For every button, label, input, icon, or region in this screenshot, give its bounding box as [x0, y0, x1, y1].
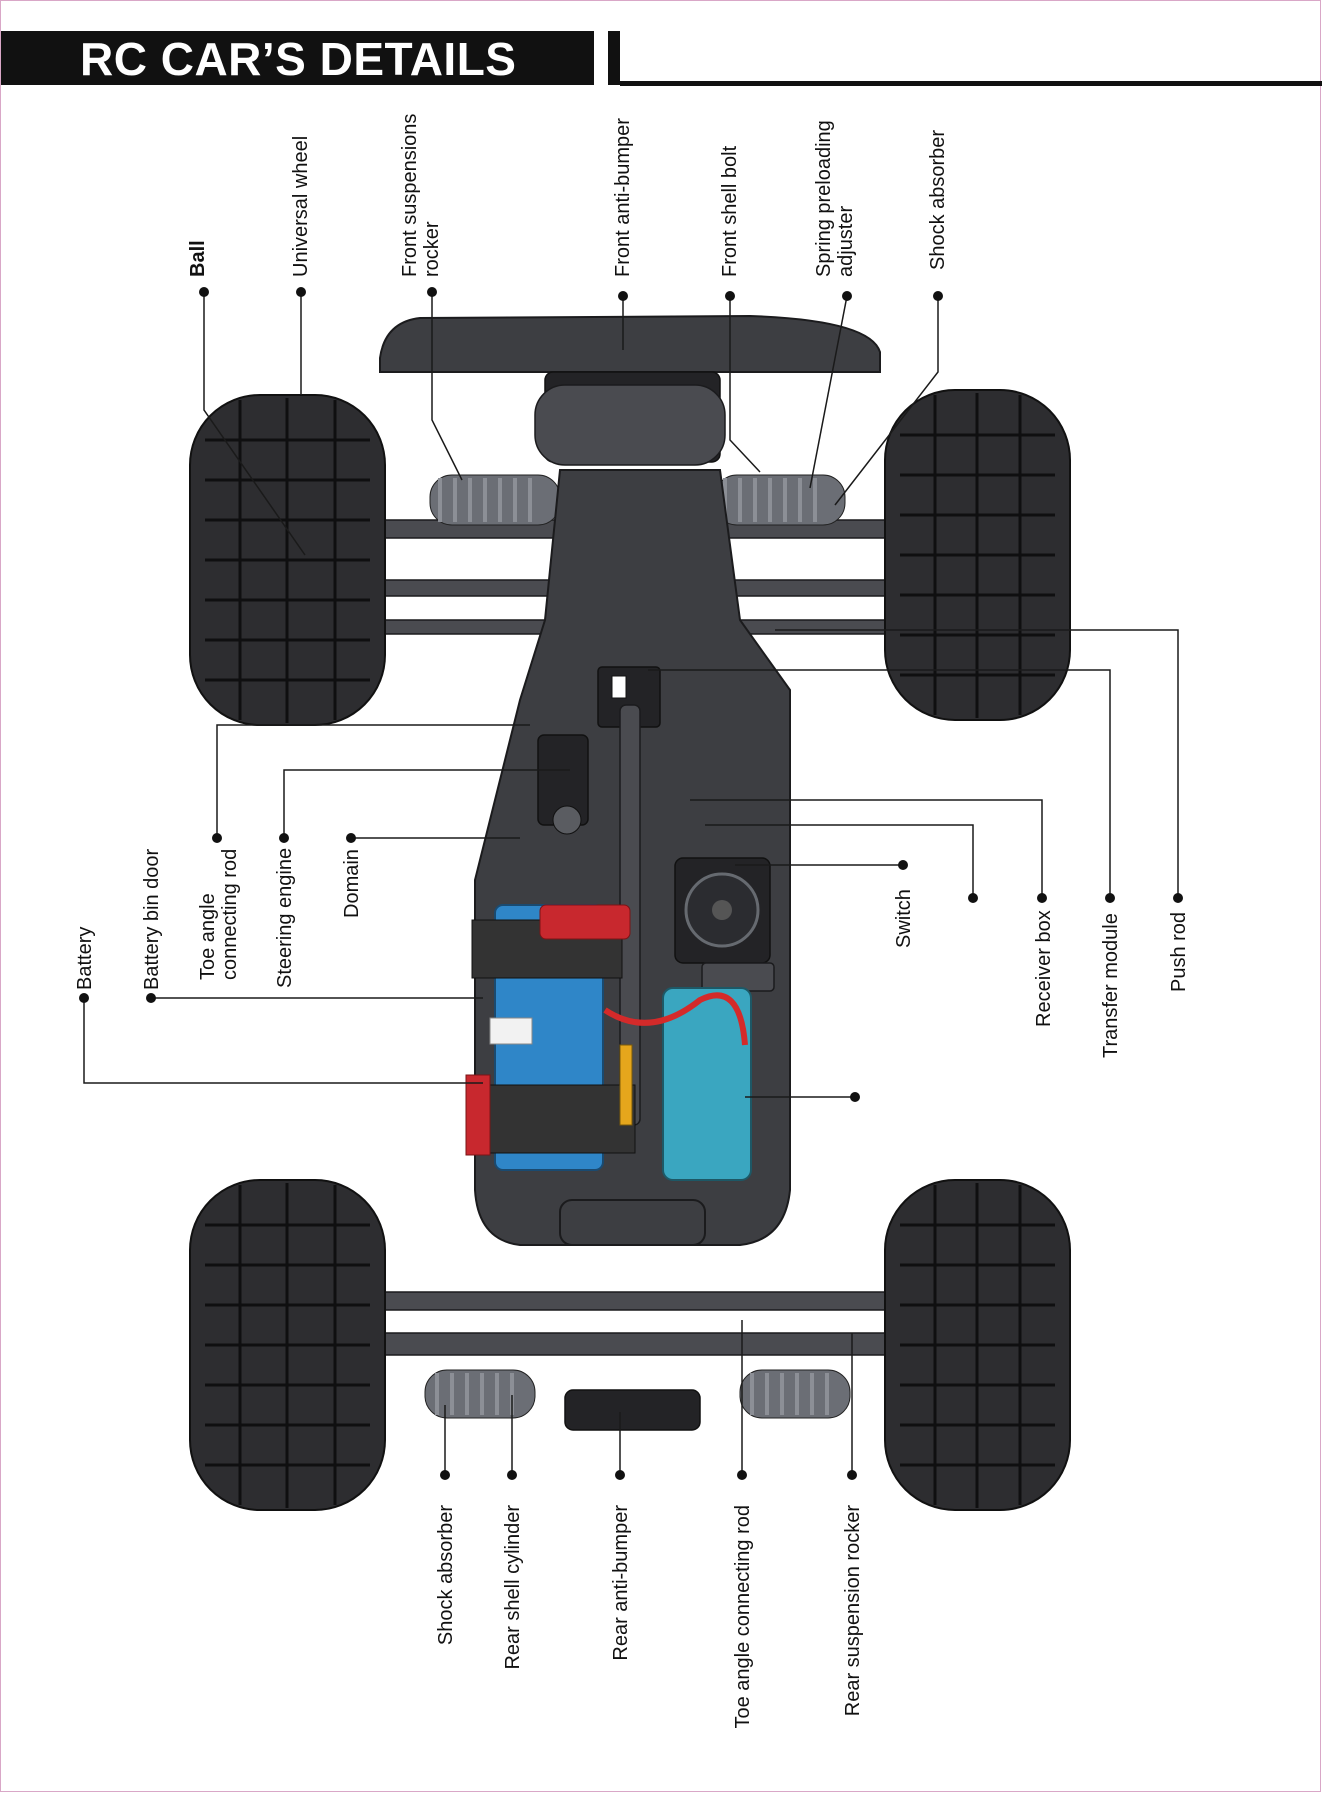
dot-front-suspensions-rocker	[427, 287, 437, 297]
dot-rear-anti-bumper	[615, 1470, 625, 1480]
leader-push-rod	[648, 669, 1111, 898]
dot-battery	[79, 993, 89, 1003]
dot-shock-absorber-front	[933, 291, 943, 301]
dot-battery-bin-door	[146, 993, 156, 1003]
leader-lines	[79, 287, 1183, 1480]
dot-rear-shell-cylinder	[507, 1470, 517, 1480]
leader-ball	[203, 292, 306, 556]
rear-bumper-shape	[564, 1389, 701, 1431]
servo-horn	[552, 805, 582, 835]
dot-push-rod-2	[1173, 893, 1183, 903]
header-bar	[1, 31, 594, 85]
dot-spring-preloading-adjuster	[842, 291, 852, 301]
dot-transfer-module	[1037, 893, 1047, 903]
label-rear-shell-cylinder: Rear shell cylinder	[502, 1505, 524, 1670]
label-universal-wheel: Universal wheel	[290, 136, 312, 277]
label-battery: Battery	[74, 927, 96, 990]
leader-receiver-box	[705, 824, 974, 898]
fan-hub	[712, 900, 732, 920]
label-steering-engine: Steering engine	[274, 848, 296, 988]
label-rear-anti-bumper: Rear anti-bumper	[610, 1505, 632, 1661]
leader-spring-preloading-adjuster	[809, 295, 848, 489]
label-front-anti-bumper: Front anti-bumper	[612, 118, 634, 277]
dot-motor	[850, 1092, 860, 1102]
header-separator	[608, 31, 620, 85]
leader-front-shell-bolt	[729, 296, 761, 473]
switch-shape	[701, 962, 775, 992]
header-rule	[620, 81, 1322, 86]
front-bumper-shape	[379, 314, 881, 373]
label-receiver-box: Receiver box	[1033, 910, 1055, 1027]
connector	[619, 1044, 633, 1126]
front-shock-left	[429, 474, 561, 526]
rear-upper-arm	[349, 1291, 911, 1311]
strap-red-top	[539, 904, 631, 940]
leader-battery	[83, 998, 483, 1084]
dot-steering-engine	[279, 833, 289, 843]
dot-shock-absorber-rear	[440, 1470, 450, 1480]
page-title: RC CAR’S DETAILS	[80, 33, 517, 85]
leader-transfer-module	[690, 799, 1043, 898]
receiver-label	[611, 675, 627, 699]
label-rear-suspension-rocker: Rear suspension rocker	[842, 1505, 864, 1717]
dot-receiver-box	[968, 893, 978, 903]
labels: Ball Universal wheel Front suspensions r…	[74, 108, 1190, 1729]
dot-front-anti-bumper	[618, 291, 628, 301]
rear-lower-arm	[354, 1332, 911, 1356]
motor	[662, 987, 752, 1181]
power-wire	[603, 992, 748, 1046]
label-front-shell-bolt: Front shell bolt	[719, 145, 741, 277]
label-toe-angle-connecting-rod-rear: Toe angle connecting rod	[732, 1505, 754, 1729]
leader-shock-absorber-front	[834, 296, 939, 506]
label-push-rod: Push rod	[1168, 912, 1190, 992]
tire-front-left	[189, 394, 386, 726]
front-bumper-cage	[534, 384, 726, 466]
dot-universal-wheel	[296, 287, 306, 297]
leader-push-rod-2	[775, 629, 1179, 898]
label-shock-absorber-rear: Shock absorber	[435, 1505, 457, 1645]
label-domain: Domain	[341, 849, 363, 918]
rear-shock-left	[424, 1369, 536, 1419]
label-transfer-module: Transfer module	[1100, 913, 1122, 1058]
balance-plug	[489, 1017, 533, 1045]
rc-car-illustration	[189, 314, 1071, 1511]
dot-toe-angle-connecting-rod-rear	[737, 1470, 747, 1480]
dot-rear-suspension-rocker	[847, 1470, 857, 1480]
dot-domain	[346, 833, 356, 843]
label-shock-absorber-front: Shock absorber	[927, 130, 949, 270]
tire-front-right	[884, 389, 1071, 721]
battery-strap-bottom	[469, 1084, 636, 1154]
rear-gearbox	[559, 1199, 706, 1246]
label-front-suspensions-rocker: Front suspensions rocker	[399, 108, 443, 277]
rear-shock-right	[739, 1369, 851, 1419]
label-spring-preloading-adjuster: Spring preloading adjuster	[813, 115, 857, 277]
leader-front-suspensions-rocker	[431, 292, 463, 481]
dot-toe-angle-connecting-rod	[212, 833, 222, 843]
label-toe-angle-connecting-rod: Toe angle connecting rod	[197, 849, 241, 980]
label-switch: Switch	[893, 889, 915, 948]
label-battery-bin-door: Battery bin door	[141, 848, 163, 990]
label-ball: Ball	[187, 240, 209, 277]
tire-rear-right	[884, 1179, 1071, 1511]
tire-rear-left	[189, 1179, 386, 1511]
dot-front-shell-bolt	[725, 291, 735, 301]
dot-ball	[199, 287, 209, 297]
leader-steering-engine	[283, 769, 570, 838]
strap-red-bottom	[465, 1074, 491, 1156]
dot-push-rod	[1105, 893, 1115, 903]
dot-switch	[898, 860, 908, 870]
front-shock-right	[714, 474, 846, 526]
leader-toe-angle-connecting-rod	[216, 724, 530, 838]
